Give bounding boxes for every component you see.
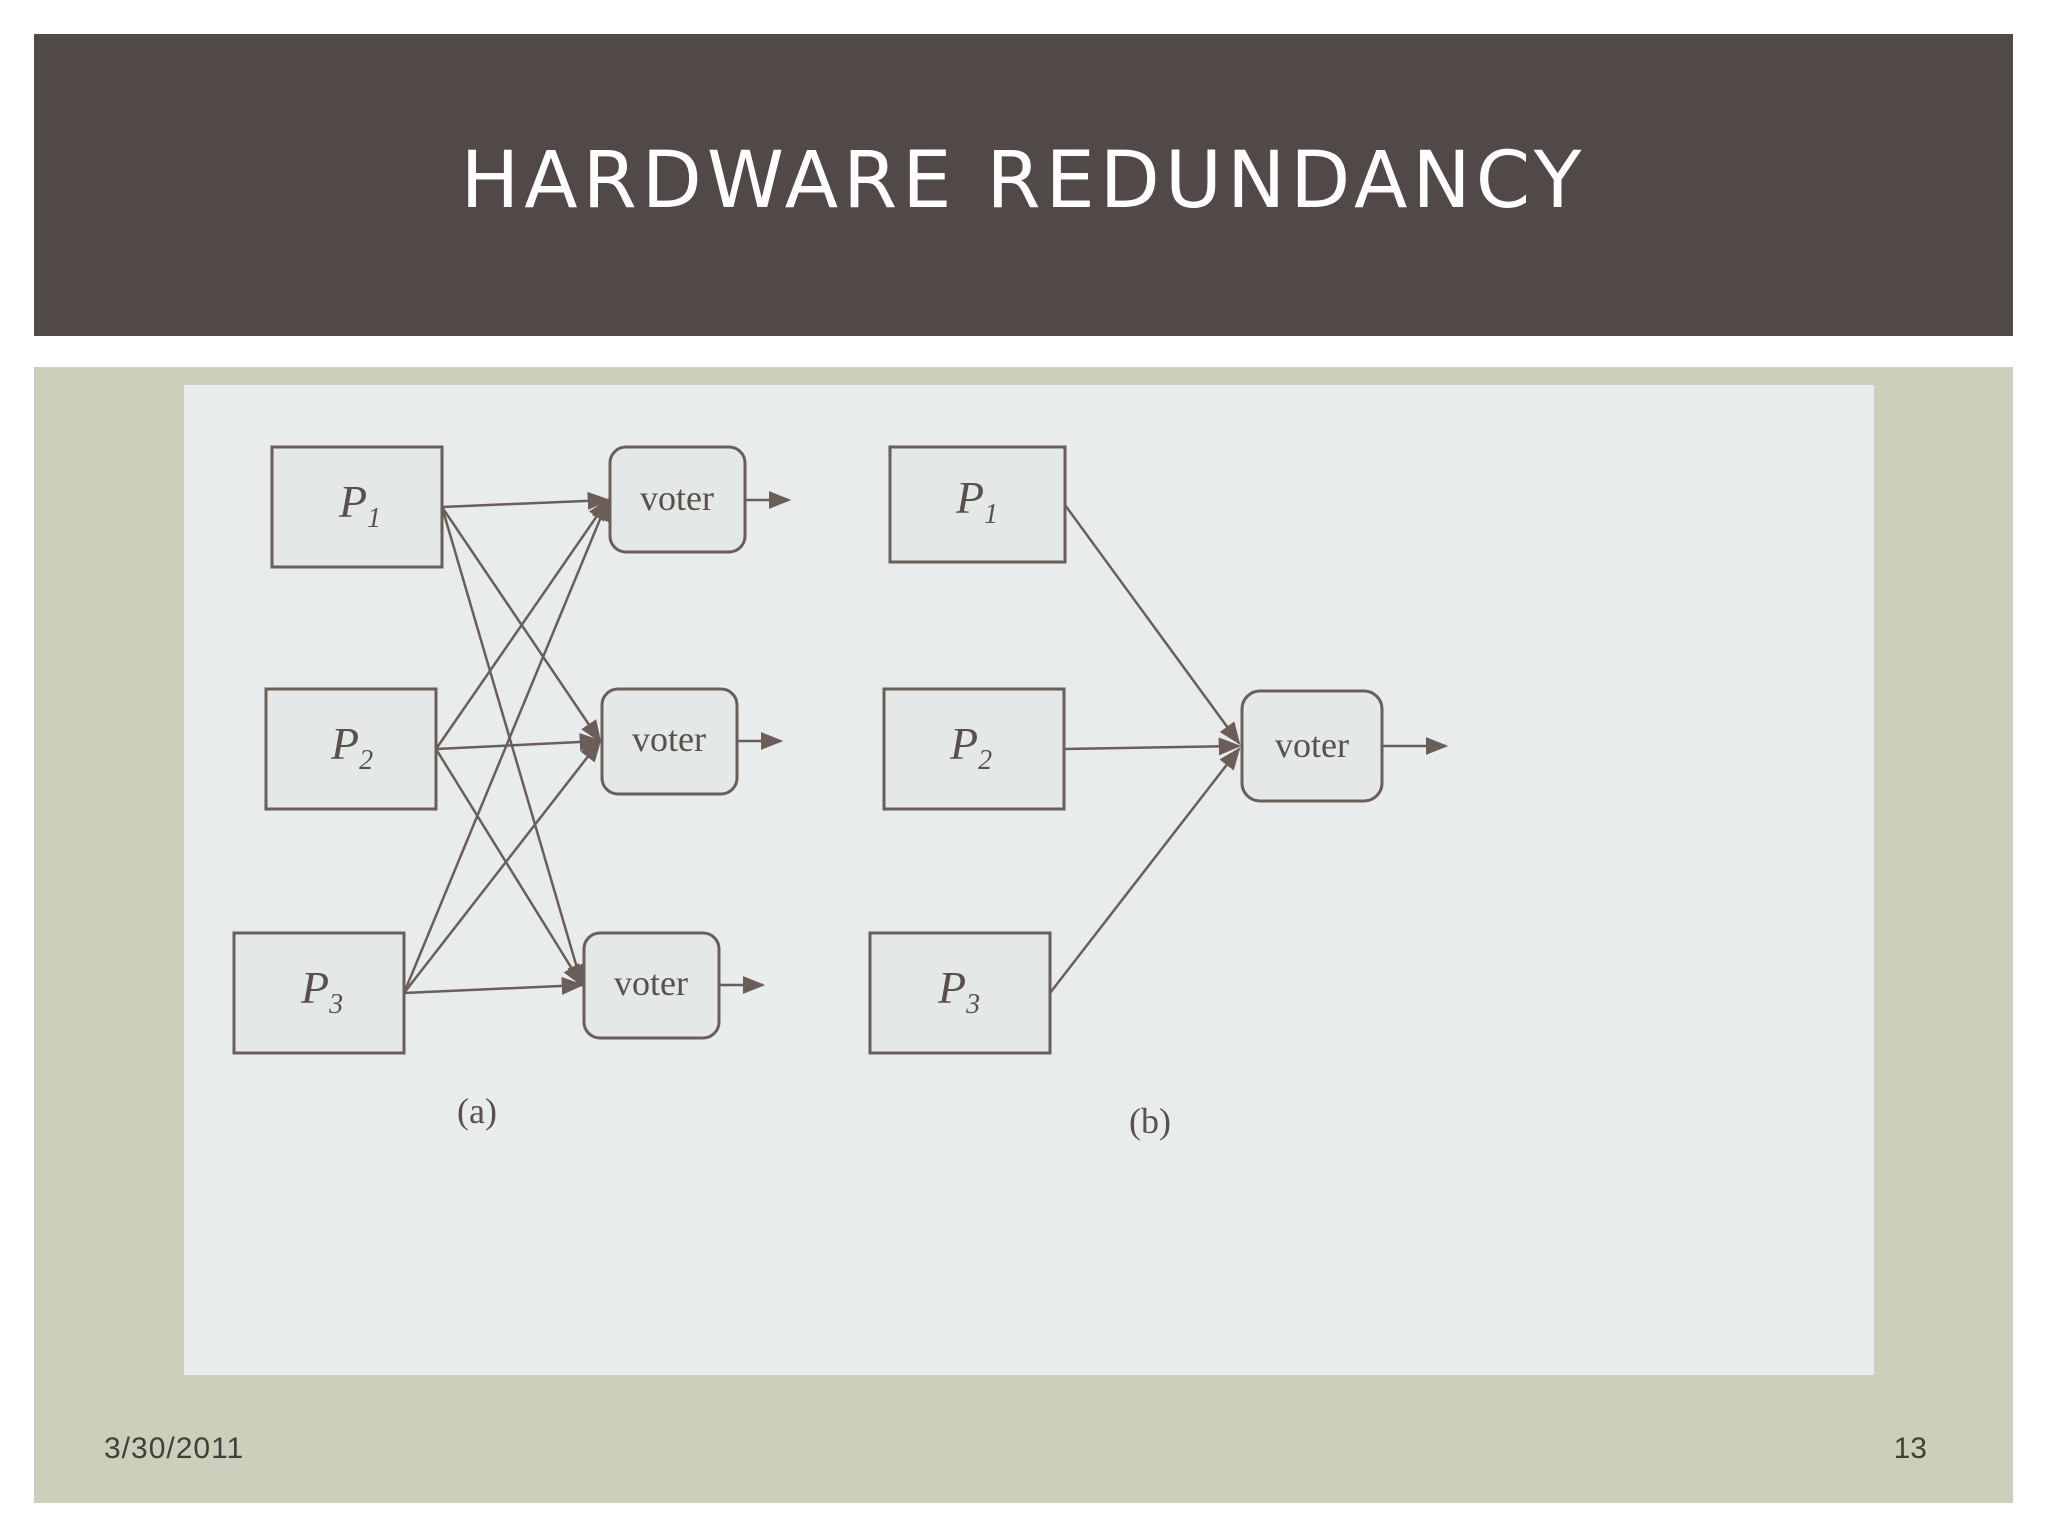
b-processor-label-1: P1 <box>955 472 998 530</box>
redundancy-diagram: P1 P2 P3 voter voter voter (a) P1 P2 P3 … <box>184 385 1874 1375</box>
b-processor-box-2 <box>882 687 1066 811</box>
a-processor-label-1: P1 <box>338 476 381 534</box>
slide-title: HARDWARE REDUNDANCY <box>460 136 1587 226</box>
b-caption: (b) <box>1129 1101 1171 1141</box>
a-voter-label-1: voter <box>640 478 714 518</box>
b-processor-label-3: P3 <box>937 962 980 1020</box>
b-processor-box-1 <box>888 445 1067 564</box>
a-connections <box>402 491 611 995</box>
a-voter-label-3: voter <box>614 963 688 1003</box>
b-processor-label-2: P2 <box>949 718 992 776</box>
a-processor-box-2 <box>264 687 438 811</box>
slide-date: 3/30/2011 <box>104 1432 245 1465</box>
a-voter-label-2: voter <box>632 719 706 759</box>
a-processor-box-1 <box>270 445 444 569</box>
b-voter-label: voter <box>1275 725 1349 765</box>
b-processor-box-3 <box>868 931 1052 1055</box>
content-panel: P1 P2 P3 voter voter voter (a) P1 P2 P3 … <box>34 367 2013 1503</box>
title-bar: HARDWARE REDUNDANCY <box>34 34 2013 336</box>
a-processor-box-3 <box>232 931 406 1055</box>
a-processor-label-3: P3 <box>300 962 343 1020</box>
a-processor-label-2: P2 <box>330 718 373 776</box>
b-connections <box>1049 504 1242 994</box>
slide-page-number: 13 <box>1893 1432 1927 1465</box>
a-caption: (a) <box>457 1091 497 1131</box>
